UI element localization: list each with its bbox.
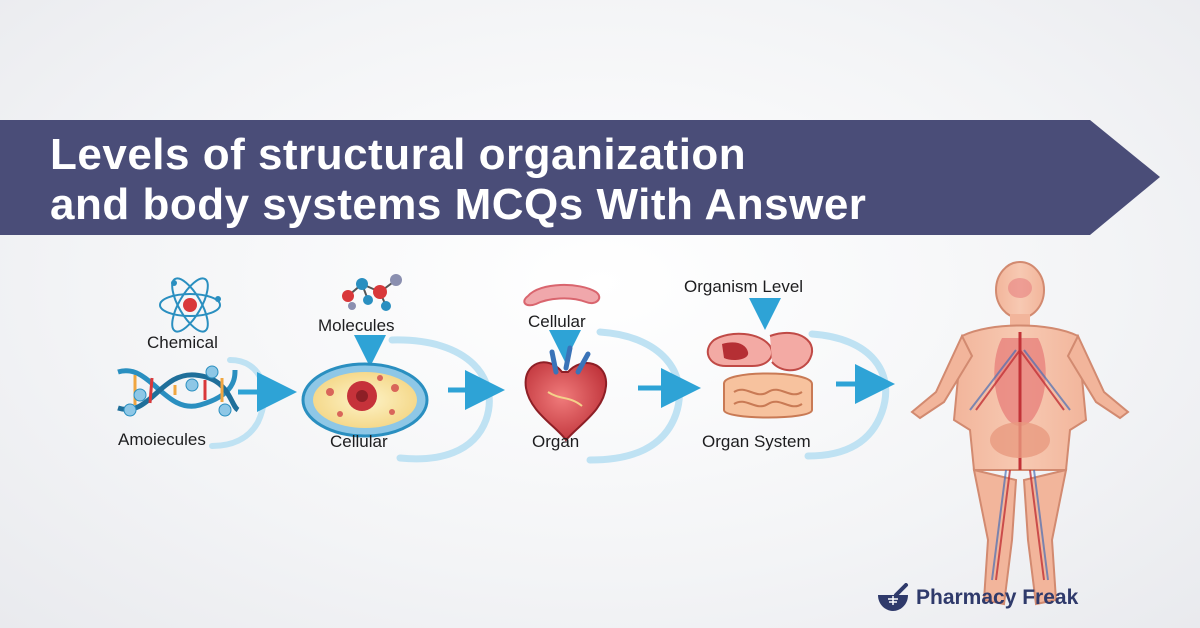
stage-arrow-2 — [388, 336, 505, 463]
stage-arrow-3 — [586, 328, 701, 464]
atom-icon — [159, 277, 221, 333]
brand-name: Pharmacy Freak — [916, 586, 1079, 609]
heart-icon — [524, 345, 608, 442]
label-chemical: Chemical — [147, 333, 218, 352]
label-organ-system: Organ System — [702, 432, 811, 451]
dna-icon — [117, 365, 240, 417]
tissue-icon — [523, 283, 601, 307]
label-cellular-2: Cellular — [528, 312, 586, 331]
molecule-icon — [342, 274, 402, 311]
label-organ: Organ — [532, 432, 580, 451]
label-molecules: Molecules — [318, 316, 395, 335]
title-line-2: and body systems MCQs With Answer — [50, 180, 867, 229]
digestive-system-icon — [706, 331, 814, 419]
stage-arrow-4 — [804, 330, 895, 460]
title-line-1: Levels of structural organization — [50, 130, 747, 179]
mortar-pestle-icon — [878, 583, 908, 611]
label-amoiecules: Amoiecules — [118, 430, 206, 449]
brand-logo: Pharmacy Freak — [876, 583, 1078, 613]
title-banner — [0, 120, 1160, 235]
cell-icon — [301, 362, 429, 438]
label-organism-level: Organism Level — [684, 277, 804, 296]
stage-arrow-1 — [209, 357, 297, 449]
label-cellular-1: Cellular — [330, 432, 388, 451]
human-body-icon — [910, 261, 1130, 606]
page-title: Levels of structural organization and bo… — [50, 130, 1110, 230]
